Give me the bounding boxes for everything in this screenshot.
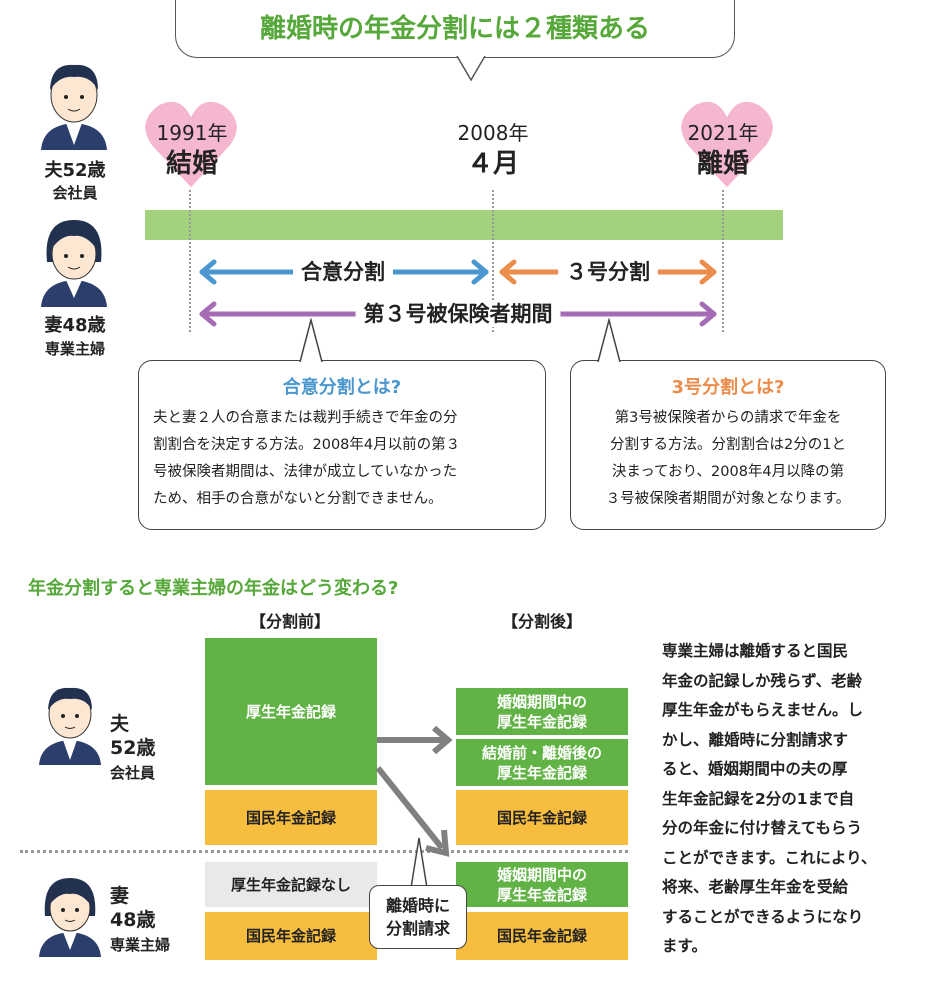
reform-month: ４月 bbox=[466, 149, 519, 179]
wife-label: 妻48歳 bbox=[44, 315, 106, 336]
section-heading: 年金分割すると専業主婦の年金はどう変わる? bbox=[28, 578, 399, 599]
no3-box-title: 3号分割とは? bbox=[671, 377, 785, 398]
no3-box: 3号分割とは? 第3号被保険者からの請求で年金を分割する方法。分割割合は2分の1… bbox=[570, 360, 886, 530]
heart-icon bbox=[145, 101, 237, 188]
request-bubble-tail bbox=[410, 837, 428, 888]
husband-kokumin-after: 国民年金記録 bbox=[456, 790, 628, 845]
divorce-line bbox=[722, 190, 724, 332]
transfer-arrows bbox=[375, 725, 453, 857]
wife-kokumin-after: 国民年金記録 bbox=[456, 912, 628, 960]
box-tail bbox=[299, 318, 323, 362]
text-line: 第3号被保険者からの請求で年金を bbox=[614, 410, 842, 426]
husband-other-period-after: 結婚前・離婚後の厚生年金記録 bbox=[456, 739, 628, 786]
text-line: ３号被保険者期間が対象となります。 bbox=[605, 491, 851, 507]
text-line: ため、相手の合意がないと分割できません。 bbox=[153, 491, 443, 507]
wife-job: 専業主婦 bbox=[44, 340, 105, 358]
agreement-box-title: 合意分割とは? bbox=[282, 377, 402, 398]
no3-label: ３号分割 bbox=[558, 259, 658, 285]
marriage-line bbox=[189, 190, 191, 332]
title-bubble-tail bbox=[456, 56, 486, 82]
before-label: 【分割前】 bbox=[249, 612, 330, 631]
text-line: 号被保険者期間は、法律が成立していなかった bbox=[153, 464, 458, 480]
husband-job: 会社員 bbox=[52, 184, 98, 202]
box-tail bbox=[597, 318, 621, 362]
husband-label: 夫52歳 bbox=[44, 160, 106, 181]
after-label: 【分割後】 bbox=[501, 612, 582, 631]
timeline-bar bbox=[145, 210, 783, 240]
request-bubble: 離婚時に分割請求 bbox=[369, 885, 467, 949]
wife-avatar-icon bbox=[39, 878, 101, 957]
husband-age: 52歳 bbox=[110, 737, 156, 759]
divorce-event: 離婚 bbox=[696, 149, 749, 179]
text-line: 割割合を決定する方法。2008年4月以前の第３ bbox=[153, 437, 461, 453]
text-line: 夫と妻２人の合意または裁判手続きで年金の分 bbox=[153, 410, 458, 426]
title-bubble: 離婚時の年金分割には２種類ある bbox=[175, 0, 735, 58]
title: 離婚時の年金分割には２種類ある bbox=[259, 14, 650, 44]
agreement-label: 合意分割 bbox=[293, 259, 393, 285]
agreement-box: 合意分割とは? 夫と妻２人の合意または裁判手続きで年金の分割割合を決定する方法。… bbox=[138, 360, 546, 530]
husband-avatar-icon bbox=[39, 687, 101, 765]
wife-age: 48歳 bbox=[110, 909, 156, 931]
reform-line bbox=[492, 190, 494, 332]
wife-avatar-icon bbox=[41, 220, 107, 307]
explanation-text: 専業主婦は離婚すると国民年金の記録しか残らず、老齢厚生年金がもらえません。しかし… bbox=[662, 642, 877, 955]
marriage-year: 1991年 bbox=[156, 121, 228, 145]
wife-job: 専業主婦 bbox=[110, 936, 171, 954]
divorce-year: 2021年 bbox=[687, 121, 759, 145]
divider bbox=[20, 850, 628, 853]
marriage-event: 結婚 bbox=[165, 149, 218, 179]
wife-marriage-period-after: 婚姻期間中の厚生年金記録 bbox=[456, 862, 628, 907]
husband-avatar-icon bbox=[41, 64, 107, 150]
period-label: 第３号被保険者期間 bbox=[355, 301, 561, 327]
husband-job: 会社員 bbox=[110, 764, 156, 782]
wife-kokumin-before: 国民年金記録 bbox=[205, 912, 377, 960]
heart-icon bbox=[681, 101, 773, 188]
husband-marriage-period-after: 婚姻期間中の厚生年金記録 bbox=[456, 688, 628, 735]
husband-role: 夫 bbox=[110, 713, 130, 735]
husband-kokumin-before: 国民年金記録 bbox=[205, 790, 377, 845]
text-line: 決まっており、2008年4月以降の第 bbox=[611, 464, 845, 480]
husband-kosei-before: 厚生年金記録 bbox=[205, 638, 377, 785]
wife-no-kosei-before: 厚生年金記録なし bbox=[205, 862, 377, 907]
reform-year: 2008年 bbox=[457, 121, 529, 145]
text-line: 分割する方法。分割割合は2分の1と bbox=[610, 437, 846, 453]
wife-role: 妻 bbox=[110, 885, 130, 907]
